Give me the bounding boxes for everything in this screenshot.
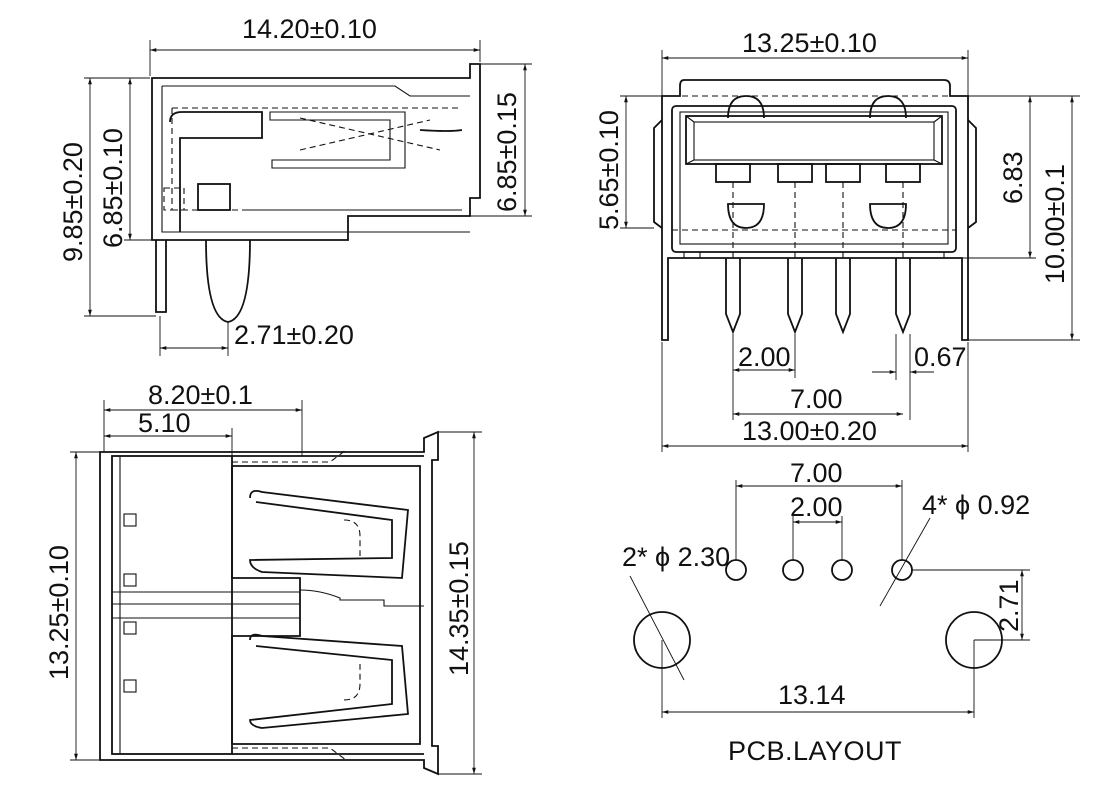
- front-pin-width: 0.67: [914, 342, 967, 372]
- side-view: 14.20±0.10 9.85±0.20 6.85±0.10 6.85±0.15…: [58, 14, 532, 356]
- pin-hole-2: [782, 559, 804, 581]
- pcb-leg-holes: 2* ϕ 2.30: [622, 542, 730, 572]
- front-upper-height: 5.65±0.10: [594, 110, 624, 230]
- top-inner-depth: 5.10: [138, 408, 191, 438]
- pcb-pin-span: 7.00: [790, 458, 843, 488]
- side-width-dim: 14.20±0.10: [242, 14, 377, 44]
- front-inner-height: 6.83: [998, 151, 1028, 204]
- top-view: 8.20±0.1 5.10 13.25±0.10 14.35±0.15: [44, 380, 482, 776]
- top-width-right: 14.35±0.15: [444, 541, 474, 676]
- top-width-left: 13.25±0.10: [44, 545, 74, 680]
- front-total-height: 10.00±0.1: [1040, 164, 1070, 284]
- pcb-pin-holes: 4* ϕ 0.92: [922, 490, 1030, 520]
- side-total-height-dim: 9.85±0.20: [58, 142, 88, 262]
- front-width-dim: 13.25±0.10: [742, 28, 877, 58]
- side-leg-spacing: 2.71±0.20: [234, 320, 354, 350]
- pcb-pin-pitch: 2.00: [790, 492, 843, 522]
- pcb-offset: 2.71: [994, 579, 1024, 632]
- front-pin-span: 7.00: [790, 384, 843, 414]
- side-body-height-left: 6.85±0.10: [98, 128, 128, 248]
- top-depth-dim: 8.20±0.1: [148, 380, 253, 410]
- side-body-height-right: 6.85±0.15: [492, 92, 522, 212]
- front-leg-span: 13.00±0.20: [742, 416, 877, 446]
- pcb-layout: 7.00 2.00 4* ϕ 0.92 2* ϕ 2.30 2.71 13.14…: [622, 458, 1030, 766]
- pin-hole-4: [891, 559, 913, 581]
- front-pin-pitch: 2.00: [738, 342, 791, 372]
- front-view: 13.25±0.10 5.65±0.10 6.83 10.00±0.1 2.00…: [594, 28, 1080, 452]
- pcb-layout-title: PCB.LAYOUT: [728, 736, 902, 766]
- pcb-leg-span: 13.14: [778, 680, 846, 710]
- pin-hole-3: [831, 559, 853, 581]
